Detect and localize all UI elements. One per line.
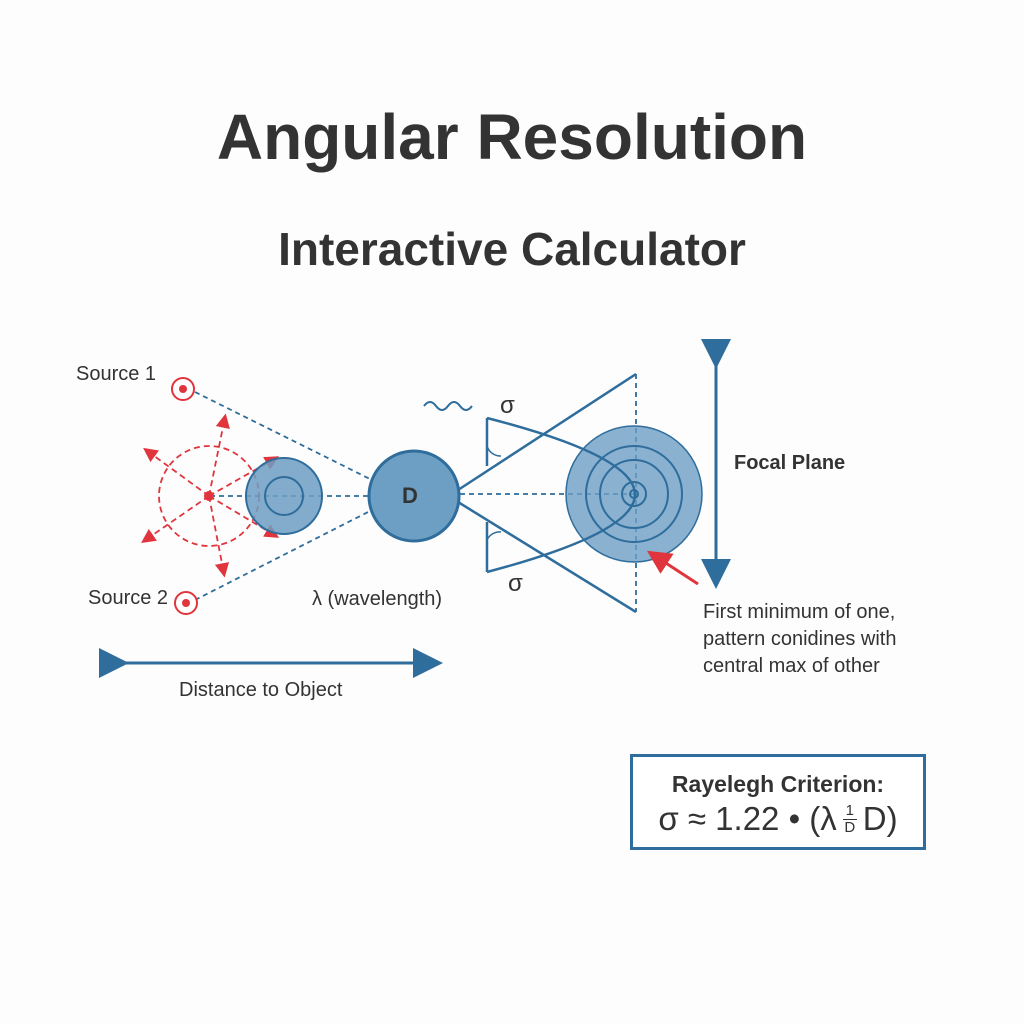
wavelength-label: λ (wavelength) [312,588,443,610]
sigma-top-label: σ [500,392,515,419]
annotation-line: central max of other [703,655,880,677]
fraction-denominator: D [844,818,856,836]
source1-marker [171,377,195,401]
annotation-pointer-arrow [646,550,699,586]
source2-marker [174,591,198,615]
formula-rhs: D) [862,800,898,837]
object-disk [245,457,323,535]
fraction-numerator: 1 [845,801,854,819]
formula-lhs: σ ≈ 1.22 • (λ [658,800,837,837]
formula-fraction: 1 D [842,801,857,836]
page-title: Angular Resolution [216,101,808,173]
page-subtitle: Interactive Calculator [278,223,746,275]
formula-equation: σ ≈ 1.22 • (λ 1 D D) [633,800,923,838]
annotation-line: First minimum of one, [703,601,896,623]
focal-plane-label: Focal Plane [734,452,846,474]
annotation-line: pattern conidines with [703,628,897,650]
aperture-label: D [402,483,418,508]
source2-label: Source 2 [88,587,169,609]
source-point [204,491,214,501]
aperture-circle [367,449,461,543]
angle-arc [485,416,637,574]
light-cone [457,372,637,614]
source1-label: Source 1 [76,363,157,385]
formula-title: Rayelegh Criterion: [671,771,885,797]
annotation-text: First minimum of one, pattern conidines … [703,599,896,680]
rayleigh-formula-box: Rayelegh Criterion: σ ≈ 1.22 • (λ 1 D D) [630,754,926,850]
distance-label: Distance to Object [179,679,343,701]
wave-icon [423,401,473,411]
sigma-bottom-label: σ [508,570,523,597]
